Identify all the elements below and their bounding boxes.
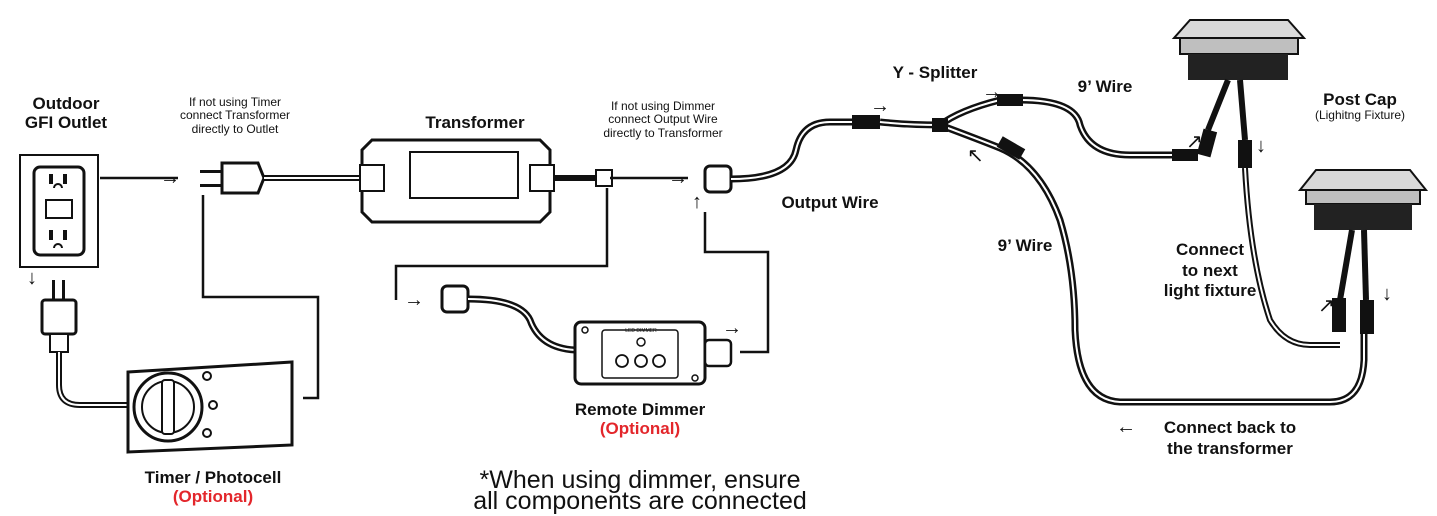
arrow-right-icon: → bbox=[722, 317, 742, 339]
arrow-down-icon: ↓ bbox=[1256, 135, 1266, 157]
gfi-outlet bbox=[19, 154, 99, 268]
timer-title: Timer / Photocell bbox=[144, 468, 282, 487]
transformer bbox=[359, 138, 613, 224]
timer-optional: (Optional) bbox=[172, 487, 254, 507]
dimmer-note-line1: If not using Dimmer bbox=[610, 99, 716, 113]
post-cap-top bbox=[1171, 19, 1340, 348]
output-wire-label: Output Wire bbox=[781, 193, 879, 212]
arrow-right-icon: → bbox=[668, 167, 688, 189]
remote-dimmer-optional: (Optional) bbox=[599, 419, 681, 439]
arrow-up-right-icon: ↗ bbox=[1186, 131, 1203, 153]
arrow-up-left-icon: ↖ bbox=[967, 145, 984, 167]
arrow-down-icon: ↓ bbox=[1382, 283, 1392, 305]
timer-note-line3: directly to Outlet bbox=[191, 121, 279, 136]
footnote-line1: *When using dimmer, ensure bbox=[479, 466, 801, 494]
connect-back-line2: the transformer bbox=[1167, 438, 1293, 458]
post-cap-bottom bbox=[1297, 169, 1429, 334]
arrow-up-icon: ↑ bbox=[692, 191, 702, 213]
transformer-plug bbox=[200, 161, 360, 195]
post-cap-label: Post Cap (Lighitng Fixture) bbox=[1290, 90, 1430, 122]
timer-device bbox=[126, 360, 294, 454]
outlet-label-line2: GFI Outlet bbox=[24, 113, 108, 133]
dimmer-note: If not using Dimmer connect Output Wire … bbox=[578, 99, 748, 140]
dimmer-cable bbox=[440, 284, 576, 354]
transformer-label: Transformer bbox=[425, 113, 525, 132]
arrow-right-icon: → bbox=[870, 95, 890, 117]
timer-note: If not using Timer connect Transformer d… bbox=[160, 95, 310, 136]
connect-next-line1: Connect bbox=[1176, 240, 1244, 259]
arrow-right-icon: → bbox=[404, 289, 424, 311]
timer-label: Timer / Photocell (Optional) bbox=[128, 468, 298, 506]
arrow-down-icon: ↓ bbox=[27, 267, 37, 289]
connect-back-label: Connect back to the transformer bbox=[1140, 418, 1320, 459]
wire-left-label: 9’ Wire bbox=[997, 236, 1053, 255]
connection-lines bbox=[100, 176, 770, 400]
post-cap-title: Post Cap bbox=[1323, 90, 1397, 109]
remote-dimmer-label: Remote Dimmer (Optional) bbox=[555, 400, 725, 438]
outlet-label-line1: Outdoor bbox=[32, 94, 100, 113]
arrow-left-icon: ← bbox=[1116, 416, 1136, 438]
dimmer-note-line2: connect Output Wire bbox=[608, 112, 718, 127]
y-splitter-cables bbox=[879, 94, 1368, 406]
connect-next-line2: to next bbox=[1182, 260, 1238, 280]
outlet-label: Outdoor GFI Outlet bbox=[14, 94, 118, 132]
arrow-right-icon: → bbox=[160, 167, 180, 189]
timer-note-line2: connect Transformer bbox=[179, 108, 291, 123]
arrow-up-right-icon: ↗ bbox=[1318, 295, 1335, 317]
wire-top-label: 9’ Wire bbox=[1077, 77, 1133, 96]
footnote-line2: all components are connected bbox=[473, 487, 807, 515]
arrow-right-icon: → bbox=[982, 81, 1002, 103]
y-splitter-label: Y - Splitter bbox=[892, 63, 978, 82]
timer-note-line1: If not using Timer bbox=[188, 95, 282, 109]
footnote: *When using dimmer, ensure all component… bbox=[430, 466, 850, 515]
dimmer-device-label: LED DIMMER bbox=[625, 328, 657, 334]
connect-back-line1: Connect back to bbox=[1163, 418, 1297, 437]
timer-plug bbox=[40, 280, 130, 408]
dimmer-note-line3: directly to Transformer bbox=[603, 125, 723, 140]
connect-next-line3: light fixture bbox=[1163, 281, 1257, 301]
remote-dimmer-device bbox=[573, 320, 733, 386]
connect-next-label: Connect to next light fixture bbox=[1150, 240, 1270, 302]
post-cap-subtitle: (Lighitng Fixture) bbox=[1314, 108, 1406, 123]
output-wire bbox=[703, 115, 880, 194]
remote-dimmer-title: Remote Dimmer bbox=[574, 400, 706, 419]
